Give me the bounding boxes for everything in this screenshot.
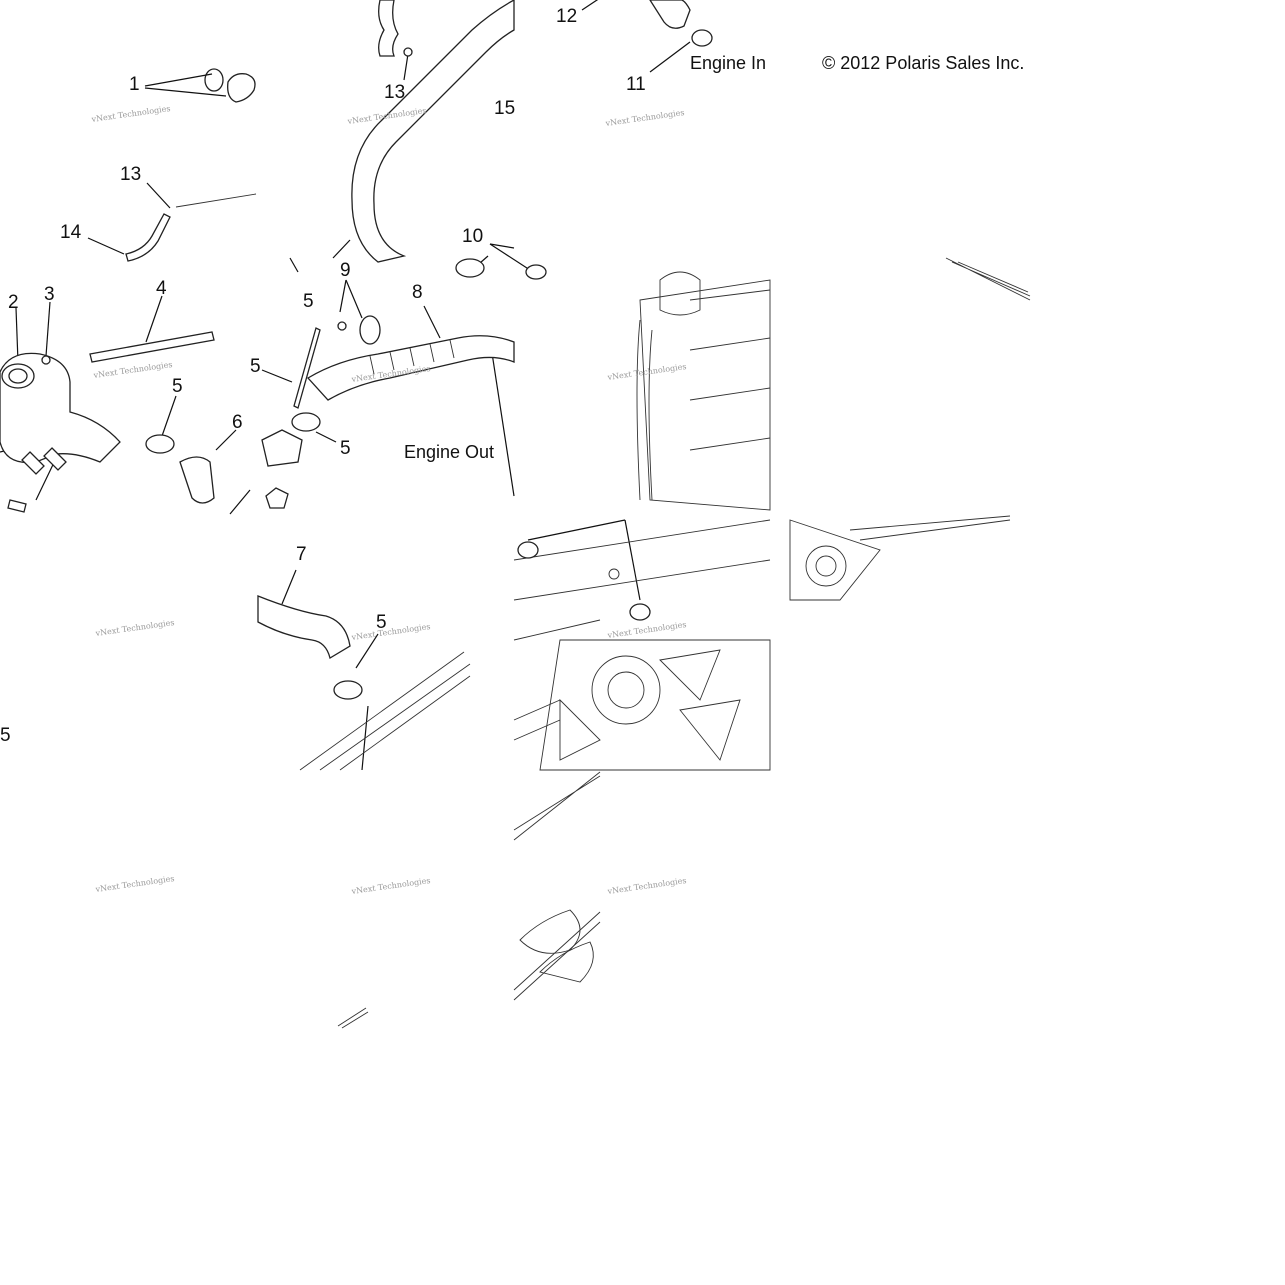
support-rod [89,331,215,363]
watermark: vNext Technologies [350,622,431,642]
callout-4: 4 [156,278,167,299]
watermark: vNext Technologies [604,108,685,128]
watermark: vNext Technologies [606,620,687,640]
watermark: vNext Technologies [90,104,171,124]
callout-13: 13 [120,164,141,185]
engine-out-label: Engine Out [404,442,494,462]
callout-6: 6 [232,412,243,433]
callout-10: 10 [462,226,483,247]
upper-coolant-hose [351,0,515,263]
bleed-rod [293,327,321,409]
watermark: vNext Technologies [350,876,431,896]
callout-9: 9 [340,260,351,281]
callout-5: 5 [303,291,314,312]
callout-5: 5 [172,376,183,397]
callout-14: 14 [60,222,82,243]
callout-2: 2 [8,292,19,313]
callout-11: 11 [626,74,646,95]
watermark: vNext Technologies [92,360,173,380]
lower-hose [257,595,351,660]
watermark: vNext Technologies [606,362,687,382]
callout-1: 1 [129,74,140,95]
callout-7: 7 [296,544,307,565]
engine-in-label: Engine In [690,53,766,73]
callout-5: 5 [376,612,387,633]
callout-12: 12 [556,6,577,27]
hose-clamps [145,258,547,700]
small-hose [125,213,171,262]
callout-15: 15 [494,98,515,119]
thermostat-housing [261,429,303,509]
callout-3: 3 [44,284,55,305]
copyright-text: © 2012 Polaris Sales Inc. [822,53,1024,73]
callout-13: 13 [384,82,405,103]
callout-labels: 1 2 3 4 5 5 5 5 5 5 6 7 8 9 10 11 12 13 … [0,6,646,746]
watermark: vNext Technologies [94,874,175,894]
coolant-reservoir [0,352,121,513]
watermark: vNext Technologies [94,618,175,638]
callout-8: 8 [412,282,423,303]
callout-5: 5 [0,725,11,746]
watermark: vNext Technologies [606,876,687,896]
engine-in-coupler [649,0,713,47]
cap-assembly [204,68,256,103]
elbow-hose [179,456,215,504]
callout-5: 5 [250,356,261,377]
engine-out-hose [306,335,515,401]
callout-5: 5 [340,438,351,459]
chassis-frame [299,257,1031,1029]
